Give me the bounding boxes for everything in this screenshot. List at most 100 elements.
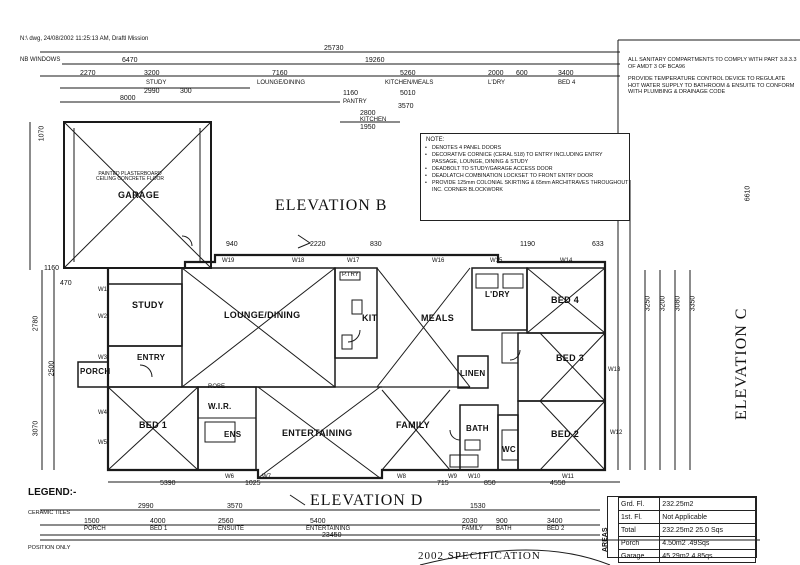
window-w9: W9 <box>448 474 457 480</box>
elevation-c-label: ELEVATION C <box>733 307 750 420</box>
room-bed3: BED 3 <box>556 353 585 363</box>
areas-row-label: 1st. Fl. <box>617 510 661 524</box>
nb-windows-label: NB WINDOWS <box>20 57 61 63</box>
dim-bottom-5390: 5390 <box>160 480 176 487</box>
dim-label-bed4: BED 4 <box>558 80 576 86</box>
window-w18: W18 <box>292 258 305 264</box>
dim-bottom-5400: 5400 <box>310 518 326 525</box>
legend-position-only: POSITION ONLY <box>28 545 71 551</box>
window-w4: W4 <box>98 410 107 416</box>
room-study: STUDY <box>132 300 165 310</box>
areas-row-label: Grd. Fl. <box>617 497 661 511</box>
notes-box: NOTE: DENOTES 4 PANEL DOORS DECORATIVE C… <box>420 133 630 221</box>
room-garage: GARAGE <box>118 190 160 200</box>
room-wir: W.I.R. <box>208 402 232 411</box>
room-bed1: BED 1 <box>139 420 168 430</box>
dim-bottom-23450: 23450 <box>322 532 342 539</box>
areas-title: AREAS <box>602 527 609 552</box>
room-porch: PORCH <box>80 367 111 376</box>
dim-bottom-1025: 1025 <box>245 480 261 487</box>
dim-top-10: 2990 <box>144 88 160 95</box>
room-bath: BATH <box>466 424 489 433</box>
dim-bottom-2990: 2990 <box>138 503 154 510</box>
window-w15: W15 <box>490 258 503 264</box>
robe-label: ROBE <box>208 384 226 390</box>
areas-row: 1st. Fl.Not Applicable <box>617 510 756 524</box>
dim-left-2780: 2780 <box>32 315 40 332</box>
room-family: FAMILY <box>396 420 430 430</box>
areas-row-label: Porch <box>617 536 661 550</box>
elevation-d-label: ELEVATION D <box>310 492 424 509</box>
window-w12: W12 <box>610 430 623 436</box>
room-wc: WC <box>502 445 516 454</box>
dim-right-6610: 6610 <box>744 185 752 202</box>
room-linen: LINEN <box>460 369 486 378</box>
room-entry: ENTRY <box>137 353 166 362</box>
room-bed2: BED 2 <box>551 429 580 439</box>
dim-top-9: 3400 <box>558 70 574 77</box>
dim-bottom-850: 850 <box>484 480 496 487</box>
dim-bottom-2030: 2030 <box>462 518 478 525</box>
dim-label-kitchen: KITCHEN <box>360 117 387 123</box>
dim-top-14: 5010 <box>400 90 416 97</box>
areas-row: Grd. Fl.232.25m2 <box>617 497 756 511</box>
elevation-b-label: ELEVATION B <box>275 197 388 214</box>
room-entertaining: ENTERTAINING <box>282 428 353 438</box>
dim-bottom-4550: 4550 <box>550 480 566 487</box>
room-lounge-dining: LOUNGE/DINING <box>224 310 301 320</box>
dim-label-study: STUDY <box>146 80 167 86</box>
areas-row-value: 232.25m2 25.0 Sqs <box>659 523 756 537</box>
dim-left-1: 1070 <box>38 125 46 142</box>
legend-ceramic-tiles: CERAMIC TILES <box>28 510 71 516</box>
dim-top-23: 633 <box>592 241 604 248</box>
dim-overall-top: 25730 <box>324 45 344 52</box>
specification-title: 2002 SPECIFICATION <box>418 550 541 562</box>
dim-bottom-900: 900 <box>496 518 508 525</box>
window-w11: W11 <box>562 474 574 480</box>
dim-bottom-1500: 1500 <box>84 518 100 525</box>
dim-bottom-2560: 2560 <box>218 518 234 525</box>
file-info: N:\ dwg, 24/08/2002 11:25:13 AM, Draftl … <box>20 36 149 42</box>
dim-top-12: 8000 <box>120 95 136 102</box>
dim-top-20: 2220 <box>310 241 326 248</box>
dim-right-3250: 3250 <box>644 295 652 312</box>
dim-label-porch: PORCH <box>84 526 106 532</box>
window-w19: W19 <box>222 258 235 264</box>
room-meals: MEALS <box>421 313 454 323</box>
dim-top-3: 2270 <box>80 70 96 77</box>
dim-top-11: 300 <box>180 88 192 95</box>
window-w8: W8 <box>397 474 406 480</box>
dim-top-22: 1190 <box>520 241 536 248</box>
dim-label-entertaining: ENTERTAINING <box>306 526 351 532</box>
note-item: DEADBOLT TO STUDY/GARAGE ACCESS DOOR <box>425 166 629 173</box>
garage-ceiling-note: PAINTED PLASTERBOARD CEILING CONCRETE FL… <box>95 171 165 182</box>
dim-label-kitchen-meals: KITCHEN/MEALS <box>385 80 434 86</box>
dim-left-3070: 3070 <box>32 420 40 437</box>
compliance-notes: ALL SANITARY COMPARTMENTS TO COMPLY WITH… <box>628 57 798 96</box>
dim-bottom-4000: 4000 <box>150 518 166 525</box>
dim-top-8: 600 <box>516 70 528 77</box>
window-w17: W17 <box>347 258 360 264</box>
window-w5: W5 <box>98 440 107 446</box>
dim-bottom-3570: 3570 <box>227 503 243 510</box>
window-w3: W3 <box>98 355 107 361</box>
window-w7: W7 <box>262 474 271 480</box>
dim-label-family: FAMILY <box>462 526 483 532</box>
window-w2: W2 <box>98 314 107 320</box>
dim-top-21: 830 <box>370 241 382 248</box>
window-w14: W14 <box>560 258 573 264</box>
dim-label-lounge: LOUNGE/DINING <box>257 80 306 86</box>
dim-label-ldry: L'DRY <box>488 80 506 86</box>
room-kitchen: KIT <box>362 313 378 323</box>
areas-row-value: 232.25m2 <box>659 497 756 511</box>
dim-bottom-715: 715 <box>437 480 449 487</box>
dim-top-6: 5260 <box>400 70 416 77</box>
window-w10: W10 <box>468 474 481 480</box>
dim-bottom-1530: 1530 <box>470 503 486 510</box>
dim-label-bed2: BED 2 <box>547 526 565 532</box>
pantry-label: P.TRY <box>342 272 359 278</box>
compliance-note-2: PROVIDE TEMPERATURE CONTROL DEVICE TO RE… <box>628 76 795 95</box>
areas-row-value: Not Applicable <box>659 510 756 524</box>
areas-row-value: 4.50m2 .49Sqs <box>659 536 756 550</box>
